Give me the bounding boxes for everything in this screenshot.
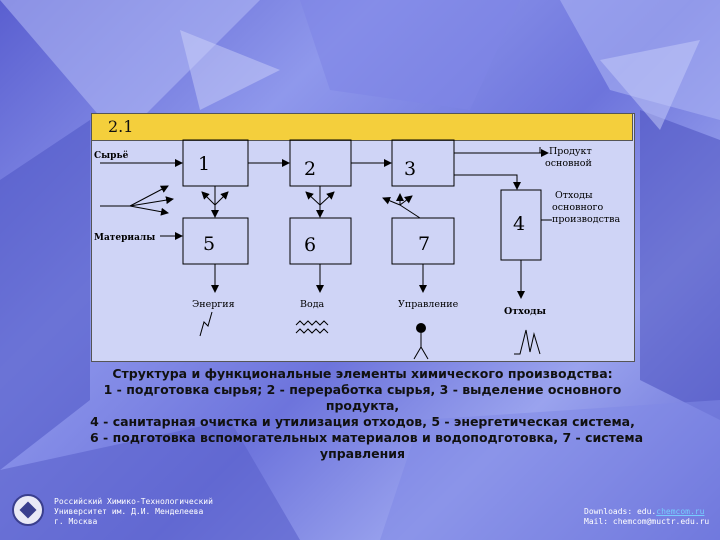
block-label-6: 6 (304, 234, 316, 256)
title-bar (91, 113, 633, 141)
energy-label: Энергия (192, 299, 235, 310)
water-waves-icon-line (295, 328, 329, 334)
person-icon-leg (420, 346, 429, 360)
block-1 (182, 139, 249, 187)
block-label-5: 5 (203, 233, 215, 255)
materials-fan-arrow (129, 185, 169, 207)
footer-left: Российский Химико-Технологический Универ… (54, 497, 213, 527)
block-label-1: 1 (198, 153, 210, 175)
water-waves-icon (295, 320, 329, 326)
university-logo (12, 494, 44, 526)
footer-left-line: г. Москва (54, 517, 98, 526)
block-label-4: 4 (513, 213, 525, 235)
block-label-7: 7 (418, 233, 430, 255)
link-arrow (382, 196, 401, 206)
control-label: Управление (398, 299, 459, 310)
caption-line: 4 - санитарная очистка и утилизация отхо… (90, 414, 635, 429)
waste-label: Отходы (504, 306, 546, 317)
waste-flow-arrow (454, 174, 521, 190)
link-arrow (319, 191, 335, 206)
main-waste-label-2: основного (552, 202, 603, 213)
caption-line: 1 - подготовка сырья; 2 - переработка сы… (103, 382, 622, 397)
caption-line: продукта, (325, 398, 400, 413)
raw-label: Сырьё (94, 150, 129, 161)
person-icon (416, 323, 426, 333)
block-3 (391, 139, 455, 187)
link-arrow (214, 191, 229, 206)
product-label-2: основной (545, 158, 592, 169)
materials-label: Материалы (94, 233, 155, 243)
water-label: Вода (300, 299, 325, 310)
product-arrow (454, 147, 541, 154)
lightning-icon (199, 311, 213, 337)
caption-line: управления (319, 446, 406, 461)
block-6 (289, 217, 352, 265)
caption-line: 6 - подготовка вспомогательных материало… (90, 430, 644, 445)
link-arrow (201, 191, 216, 206)
materials-fan-arrow (129, 205, 169, 216)
block-label-3: 3 (404, 158, 416, 180)
link-arrow (399, 204, 421, 219)
footer-downloads-prefix: Downloads: edu. (584, 507, 657, 516)
block-2 (289, 139, 352, 187)
link-arrow (399, 195, 413, 206)
link-arrow (305, 191, 321, 206)
footer-downloads-link[interactable]: chemcom.ru (656, 507, 705, 516)
waste-icon (514, 329, 541, 355)
caption-line: Структура и функциональные элементы хими… (112, 366, 613, 381)
materials-fan-arrow (129, 196, 174, 207)
product-label-1: Продукт (549, 146, 592, 157)
block-label-2: 2 (304, 158, 316, 180)
footer-left-line: Российский Химико-Технологический (54, 497, 213, 506)
footer-mail[interactable]: Mail: chemcom@muctr.edu.ru (584, 517, 710, 526)
main-waste-label-1: Отходы (555, 190, 593, 201)
footer-right: Downloads: edu.chemcom.ru Mail: chemcom@… (584, 507, 709, 527)
footer-left-line: Университет им. Д.И. Менделеева (54, 507, 204, 516)
section-label: 2.1 (108, 117, 134, 136)
block-5 (182, 217, 249, 265)
main-waste-label-3: производства (552, 214, 620, 225)
footer-downloads: Downloads: edu.chemcom.ru (584, 507, 709, 517)
person-icon-leg (413, 346, 422, 360)
